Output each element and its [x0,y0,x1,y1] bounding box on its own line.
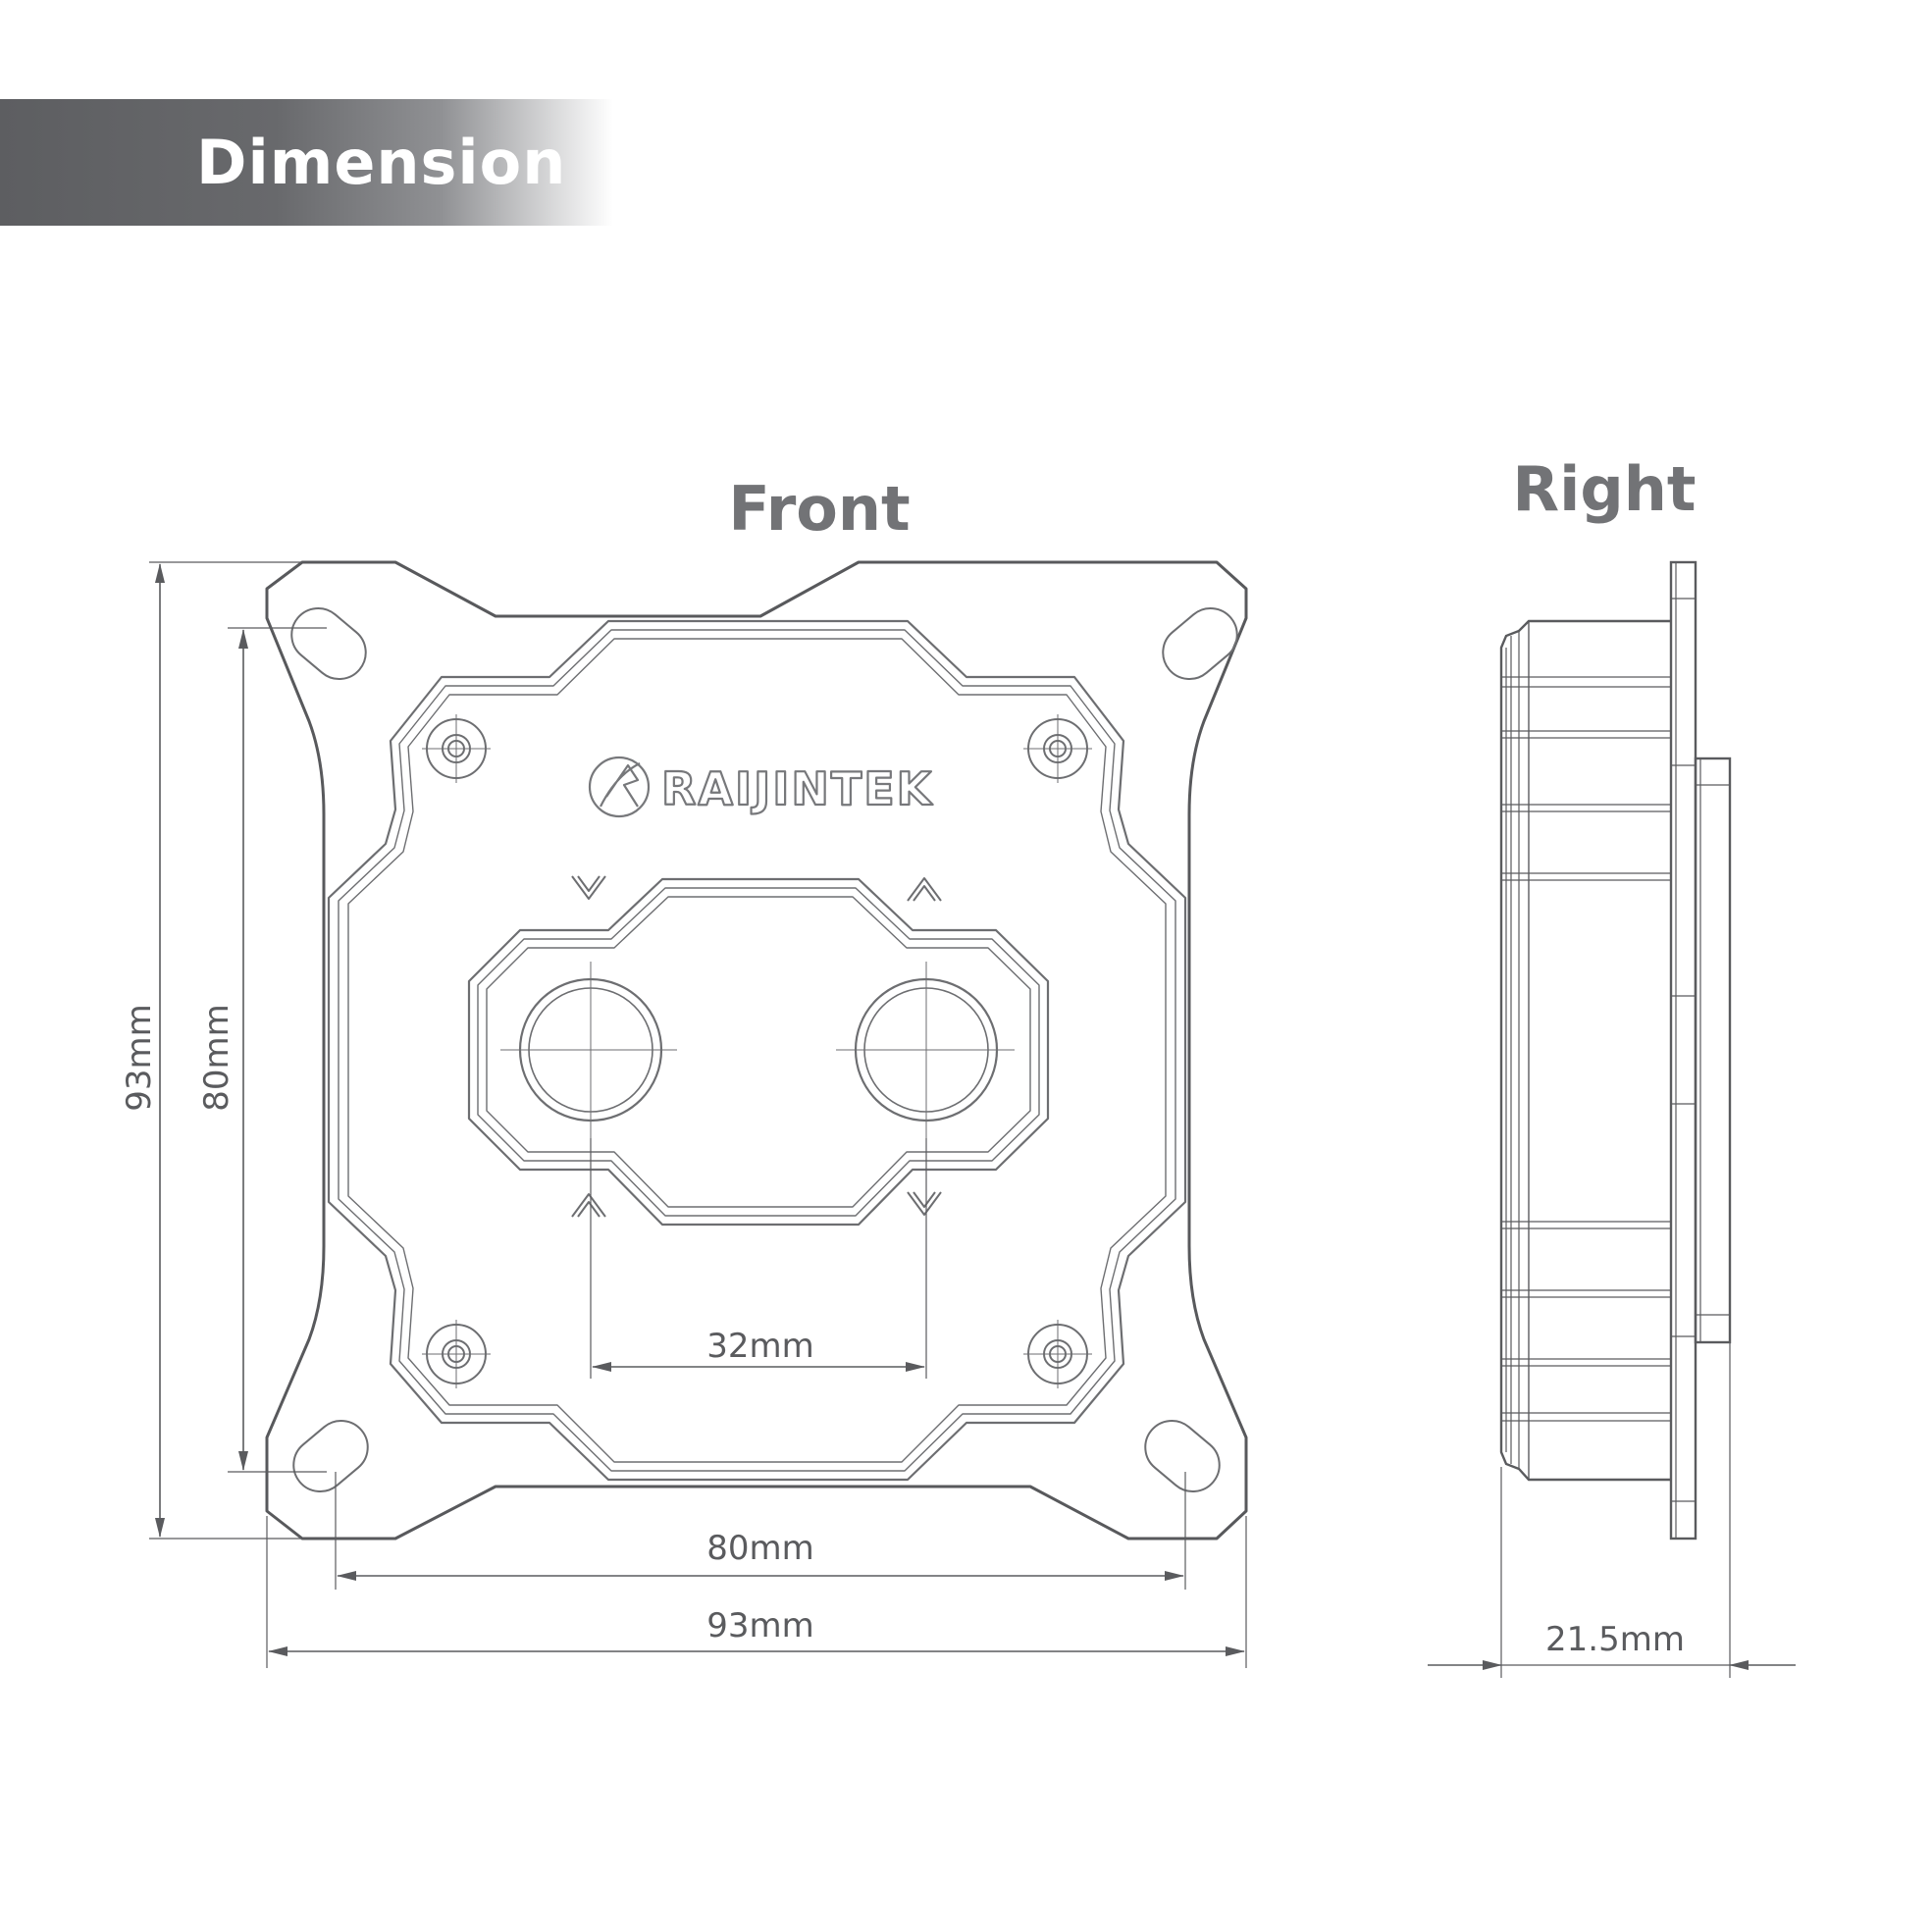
slot-hole-top-left [290,607,367,680]
flow-arrow-bottom-right-icon [907,1191,942,1216]
front-view-title: Front [728,473,911,545]
side-ridges [1501,676,1671,1422]
side-rear-plate [1694,757,1732,1344]
dim-label-width-outer: 93mm [706,1606,814,1645]
front-view: RAIJINTEK [265,560,1248,1540]
port-chamber [467,877,1050,1227]
dim-label-height-outer: 93mm [120,1004,159,1112]
slot-hole-top-right [1162,607,1238,680]
header-banner [0,99,613,226]
section-title: Dimension [196,127,567,198]
dim-label-width-holes: 80mm [706,1529,814,1568]
flow-arrow-bottom-left-icon [571,1193,606,1218]
dim-label-height-holes: 80mm [197,1004,236,1112]
top-plate [327,619,1187,1482]
screw-top-left [422,714,491,783]
flow-arrow-in-icon [571,875,606,900]
dim-label-port-spacing: 32mm [706,1327,814,1366]
right-view-title: Right [1512,453,1697,525]
inlet-port [500,962,677,1138]
outlet-port [836,962,1015,1138]
brand-logo-icon [588,756,651,818]
flow-arrow-out-icon [907,877,942,902]
slot-hole-bottom-left [292,1420,369,1492]
brand-logo-text: RAIJINTEK [661,762,934,815]
right-view [1428,560,1796,1678]
screw-bottom-right [1023,1320,1092,1388]
bracket-outline [265,560,1248,1540]
side-cap-body [1499,619,1671,1482]
side-bracket [1669,560,1697,1540]
dim-label-side-depth: 21.5mm [1545,1620,1685,1659]
screw-bottom-left [422,1320,491,1388]
front-dimensions [149,561,1247,1668]
screw-top-right [1023,714,1092,783]
slot-hole-bottom-right [1144,1420,1221,1492]
